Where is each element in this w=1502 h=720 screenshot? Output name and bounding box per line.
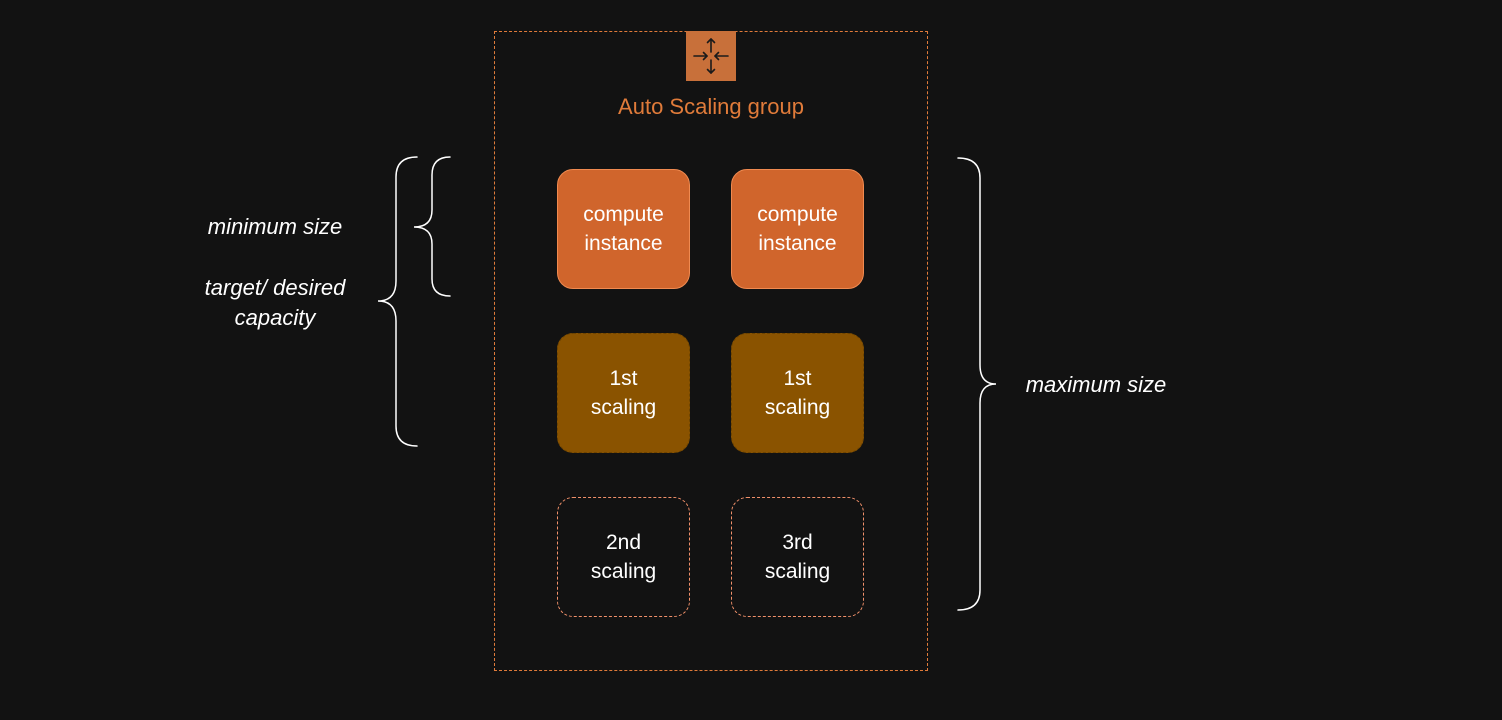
node-label-line1: 1st	[609, 367, 638, 390]
node-label-line2: scaling	[590, 560, 657, 583]
third-scaling-node: 3rd scaling	[731, 497, 864, 617]
second-scaling-node: 2nd scaling	[557, 497, 690, 617]
node-label-line1: compute	[757, 203, 838, 226]
node-label-line2: scaling	[764, 396, 831, 419]
target-capacity-label-line2: capacity	[234, 305, 316, 330]
node-label-line1: compute	[583, 203, 664, 226]
auto-scaling-group-title: Auto Scaling group	[618, 94, 804, 119]
target-capacity-brace	[377, 156, 418, 447]
first-scaling-node: 1st scaling	[731, 333, 864, 453]
maximum-size-label: maximum size	[1025, 372, 1167, 397]
minimum-size-brace	[413, 156, 451, 297]
node-label-line2: instance	[758, 232, 837, 255]
node-label-line1: 3rd	[782, 531, 813, 554]
node-label-line1: 1st	[783, 367, 812, 390]
minimum-size-label: minimum size	[207, 214, 343, 239]
maximum-size-brace	[957, 157, 997, 611]
node-label-line2: scaling	[590, 396, 657, 419]
target-capacity-label-line1: target/ desired	[204, 275, 346, 300]
node-label-line1: 2nd	[605, 531, 642, 554]
auto-scaling-icon	[686, 31, 736, 81]
target-capacity-label: target/ desired capacity	[180, 273, 370, 333]
compute-instance-node: compute instance	[731, 169, 864, 289]
first-scaling-node: 1st scaling	[557, 333, 690, 453]
node-label-line2: scaling	[764, 560, 831, 583]
node-label-line2: instance	[584, 232, 663, 255]
compute-instance-node: compute instance	[557, 169, 690, 289]
